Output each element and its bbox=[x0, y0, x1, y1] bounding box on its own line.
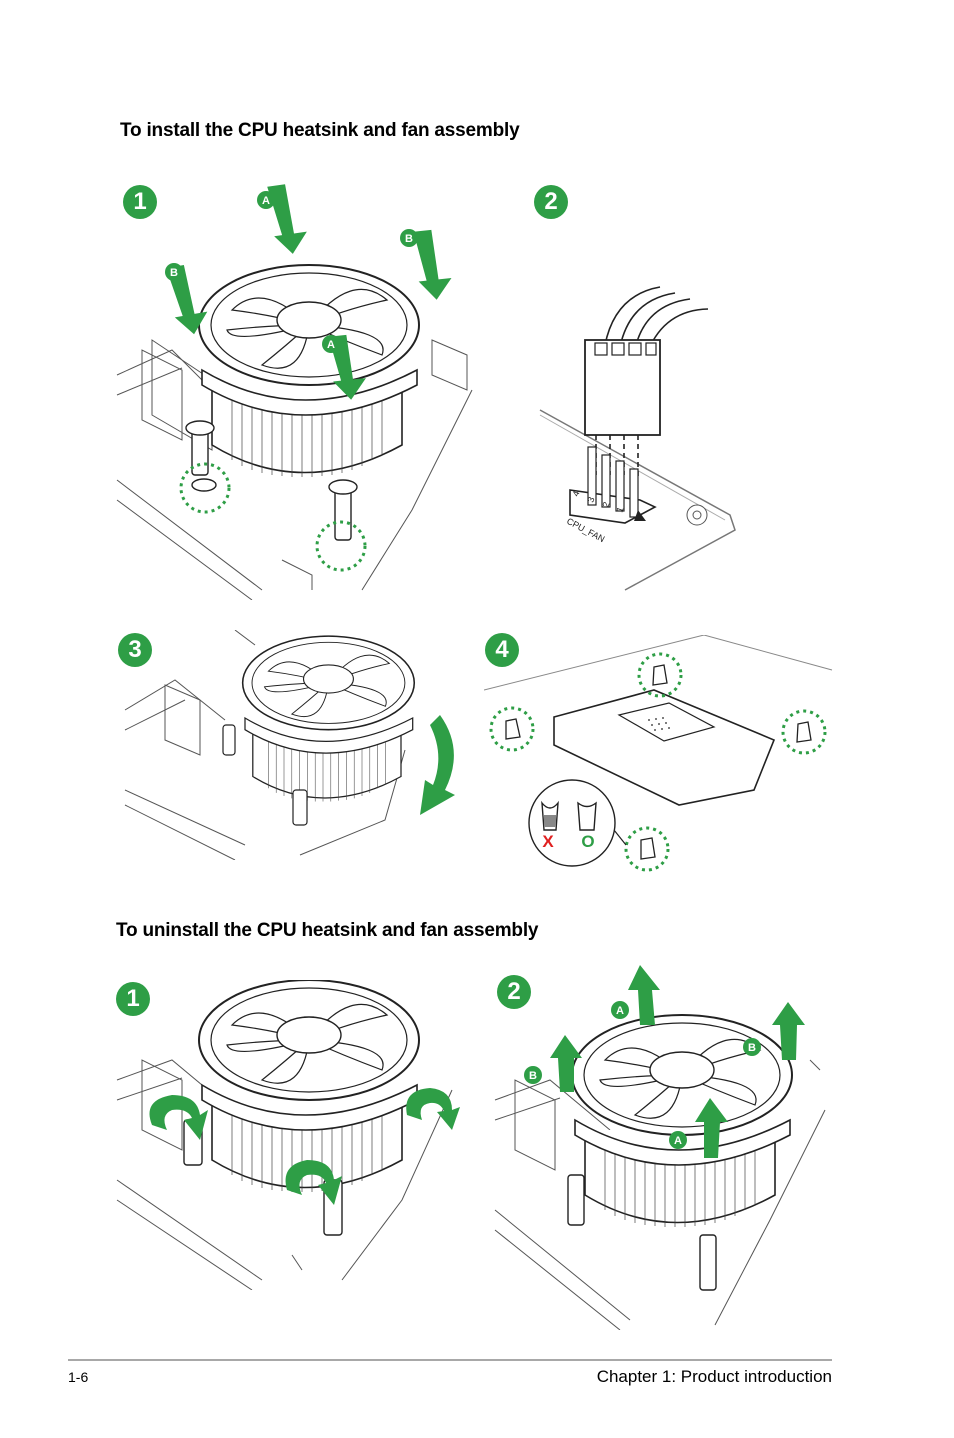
install-step-4-illustration: X O bbox=[484, 635, 834, 875]
install-step-1-illustration: A B B A bbox=[112, 180, 492, 600]
callout-a-2: A bbox=[327, 339, 335, 351]
correct-mark: O bbox=[581, 832, 594, 851]
callout-a-3: A bbox=[616, 1005, 624, 1017]
uninstall-step-1-illustration bbox=[112, 980, 472, 1290]
pin-label-4: 4 bbox=[570, 490, 581, 498]
install-step-2-illustration: 4 3 2 1 CPU_FAN bbox=[530, 275, 750, 595]
callout-a-4: A bbox=[674, 1135, 682, 1147]
uninstall-step-2-badge: 2 bbox=[497, 975, 531, 1009]
wrong-mark: X bbox=[542, 832, 554, 851]
pin-label-3: 3 bbox=[585, 496, 596, 504]
footer-divider bbox=[68, 1359, 832, 1361]
callout-b-3: B bbox=[748, 1042, 756, 1054]
install-step-4-badge: 4 bbox=[485, 633, 519, 667]
callout-b-1: B bbox=[405, 233, 413, 245]
install-step-3-illustration bbox=[115, 630, 475, 860]
install-step-3-badge: 3 bbox=[118, 633, 152, 667]
install-step-2-badge: 2 bbox=[534, 185, 568, 219]
callout-b-2: B bbox=[170, 267, 178, 279]
install-step-1-badge: 1 bbox=[123, 185, 157, 219]
install-section-title: To install the CPU heatsink and fan asse… bbox=[120, 120, 520, 141]
chapter-title: Chapter 1: Product introduction bbox=[596, 1367, 832, 1386]
uninstall-step-2-illustration: A B B A bbox=[490, 960, 835, 1330]
callout-b-4: B bbox=[529, 1070, 537, 1082]
uninstall-step-1-badge: 1 bbox=[116, 982, 150, 1016]
pin-label-2: 2 bbox=[600, 501, 611, 509]
uninstall-section-title: To uninstall the CPU heatsink and fan as… bbox=[116, 920, 539, 941]
pin-label-1: 1 bbox=[614, 506, 625, 514]
callout-a-1: A bbox=[262, 195, 270, 207]
page-number: 1-6 bbox=[68, 1369, 89, 1385]
